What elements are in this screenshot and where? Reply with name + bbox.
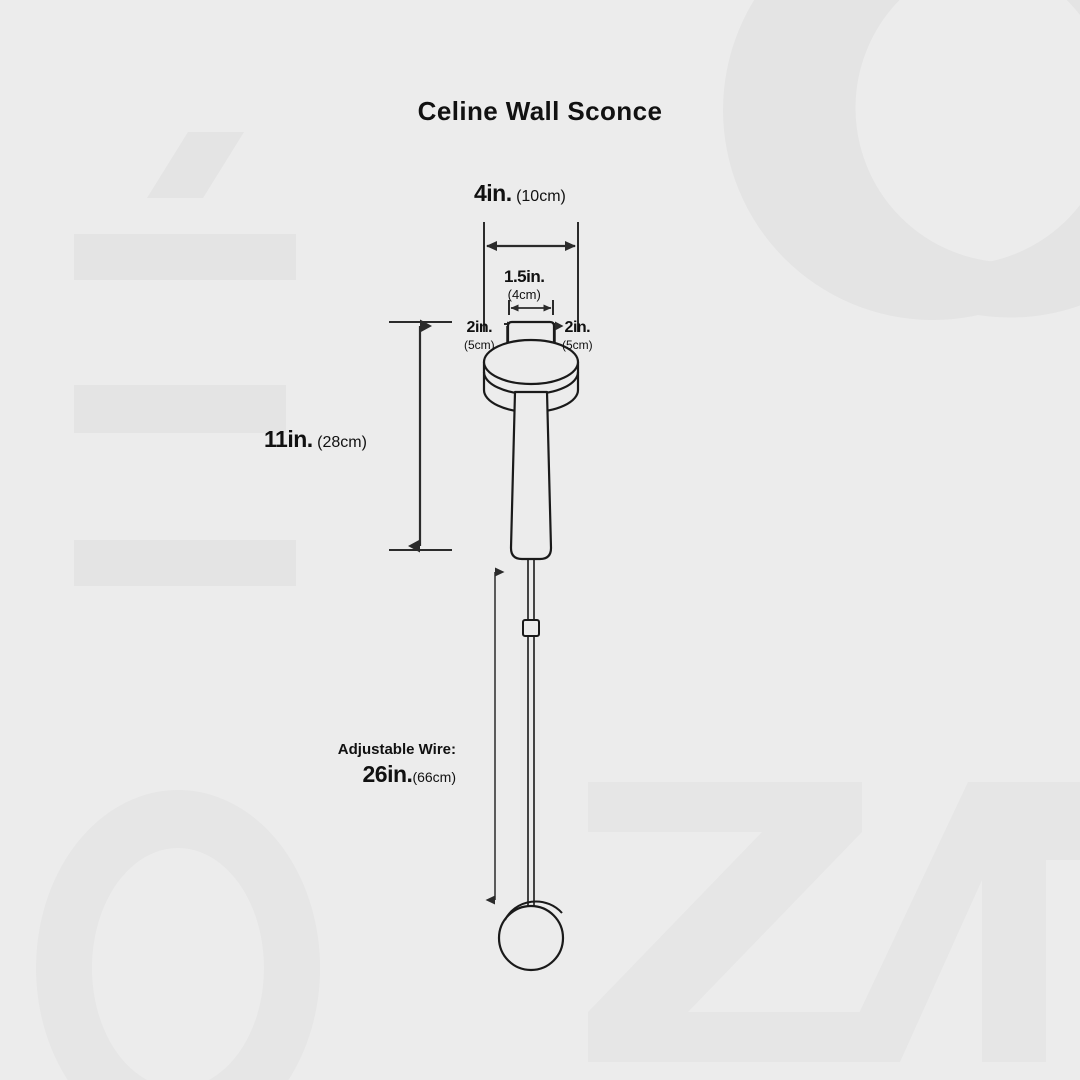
label-mount-height-right-imperial: 2in. — [564, 319, 591, 336]
dimension-body-height — [389, 319, 452, 553]
label-mount-width-imperial: 1.5in. — [504, 267, 545, 286]
watermark-brand-letters — [36, 782, 1080, 1080]
page-title: Celine Wall Sconce — [417, 96, 663, 126]
part-body-stem — [509, 390, 553, 561]
label-body-height: 11in. (28cm) — [264, 428, 367, 451]
watermark-bar-1 — [74, 234, 296, 280]
dimension-overall-width — [483, 222, 579, 332]
label-mount-width-metric: (4cm) — [507, 287, 541, 302]
label-overall-width-metric: (10cm) — [516, 188, 566, 205]
label-mount-height-right: 2in. (5cm) — [562, 319, 593, 352]
label-mount-height-right-metric: (5cm) — [562, 338, 593, 352]
part-pendant-ring — [497, 900, 565, 972]
watermark-bar-2 — [74, 385, 286, 433]
product-fixture — [482, 320, 580, 972]
label-adjustable-wire-values: 26in.(66cm) — [196, 763, 456, 786]
part-wire-clamp — [522, 619, 540, 637]
watermark-slash-mark — [147, 132, 244, 198]
label-adjustable-wire-caption: Adjustable Wire: — [337, 741, 456, 758]
label-overall-width-imperial: 4in. — [474, 180, 512, 206]
label-adjustable-wire-metric: (66cm) — [412, 769, 456, 785]
label-mount-height-left: 2in. (5cm) — [464, 319, 495, 352]
watermark-bar-3 — [74, 540, 296, 586]
part-hanging-wire — [527, 559, 535, 908]
label-adjustable-wire: Adjustable Wire: 26in.(66cm) — [196, 742, 456, 786]
label-mount-width: 1.5in. (4cm) — [504, 267, 545, 302]
label-overall-width: 4in. (10cm) — [474, 182, 566, 205]
label-adjustable-wire-imperial: 26in. — [362, 761, 413, 787]
label-mount-height-left-imperial: 2in. — [466, 319, 493, 336]
label-mount-height-left-metric: (5cm) — [464, 338, 495, 352]
label-body-height-imperial: 11in. — [264, 426, 313, 452]
watermark-ring-arc — [723, 0, 1080, 320]
dimension-mount-width — [508, 300, 554, 315]
label-body-height-metric: (28cm) — [317, 434, 367, 451]
